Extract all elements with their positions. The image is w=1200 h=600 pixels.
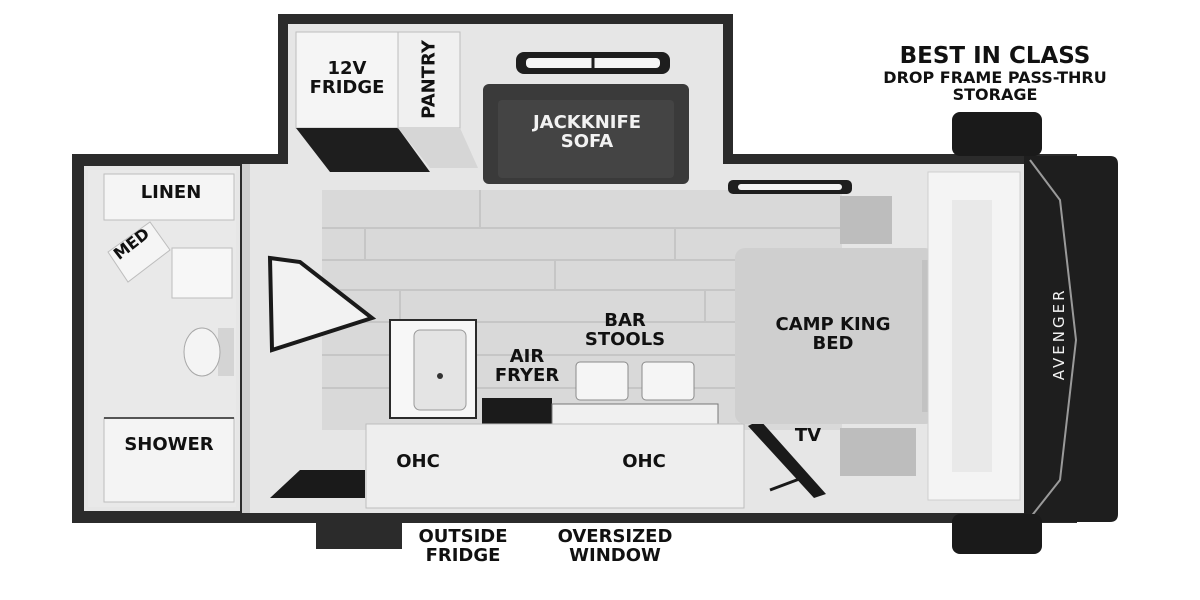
label-linen: LINEN bbox=[140, 182, 202, 203]
pass-thru-storage-top bbox=[952, 112, 1042, 156]
front-cap-accent bbox=[1029, 159, 1078, 519]
callout-best-in-class-title: BEST IN CLASS bbox=[899, 43, 1091, 69]
toilet-bowl bbox=[183, 327, 221, 377]
kitchen bbox=[365, 319, 826, 509]
counter-strip bbox=[551, 403, 719, 425]
front-cap bbox=[952, 112, 1118, 554]
label-shower: SHOWER bbox=[124, 434, 214, 455]
camp-king-bed bbox=[735, 248, 935, 424]
label-bar-stools: BAR STOOLS bbox=[584, 310, 666, 350]
sink-drain bbox=[437, 373, 443, 379]
label-oversized-window: OVERSIZED WINDOW bbox=[557, 526, 673, 566]
tv-mount bbox=[748, 420, 826, 498]
front-cap-shell bbox=[1024, 156, 1118, 522]
pantry-base bbox=[398, 128, 478, 168]
bathroom-sink bbox=[171, 247, 233, 299]
outside-fridge-unit bbox=[316, 523, 402, 549]
sofa-cushion bbox=[498, 100, 674, 178]
kitchen-cabinets bbox=[365, 423, 745, 509]
entry-door bbox=[267, 255, 377, 353]
label-outside-fridge: OUTSIDE FRIDGE bbox=[418, 526, 508, 566]
roof-vent-pane bbox=[738, 184, 842, 190]
tv-arm bbox=[769, 476, 803, 492]
bed-nightstand-bottom bbox=[840, 428, 916, 476]
bedroom bbox=[735, 171, 1021, 501]
brand-logo-avenger: AVENGER bbox=[1050, 287, 1069, 381]
label-camp-king-bed: CAMP KING BED bbox=[775, 314, 891, 354]
pantry-cabinet bbox=[397, 31, 461, 129]
label-ohc-left: OHC bbox=[396, 451, 440, 472]
label-air-fryer: AIR FRYER bbox=[494, 346, 560, 386]
roof-vent bbox=[728, 180, 852, 194]
entry-area bbox=[242, 164, 377, 513]
label-ohc-right: OHC bbox=[622, 451, 666, 472]
bathroom bbox=[80, 162, 244, 515]
bed-nightstand-top bbox=[840, 196, 892, 244]
entry-step bbox=[270, 470, 365, 498]
toilet-tank bbox=[218, 328, 234, 376]
fridge-base bbox=[296, 128, 430, 172]
linen-cabinet bbox=[103, 173, 235, 221]
sink-basin bbox=[413, 329, 467, 411]
bar-stool-left bbox=[575, 361, 629, 401]
med-cabinet bbox=[107, 221, 171, 283]
label-tv: TV bbox=[794, 425, 822, 446]
label-jackknife-sofa: JACKKNIFE SOFA bbox=[532, 112, 642, 152]
bath-partition bbox=[242, 164, 250, 513]
front-wardrobe-inner bbox=[952, 200, 992, 472]
slide-out-furniture bbox=[295, 31, 689, 184]
pass-thru-storage-bottom bbox=[952, 514, 1042, 554]
label-pantry: PANTRY bbox=[418, 40, 440, 119]
shower-pan bbox=[103, 417, 235, 503]
callout-best-in-class-subtitle: DROP FRAME PASS-THRU STORAGE bbox=[883, 68, 1107, 104]
bar-stool-right bbox=[641, 361, 695, 401]
cooktop bbox=[482, 398, 552, 424]
label-12v-fridge: 12V FRIDGE bbox=[309, 58, 385, 98]
